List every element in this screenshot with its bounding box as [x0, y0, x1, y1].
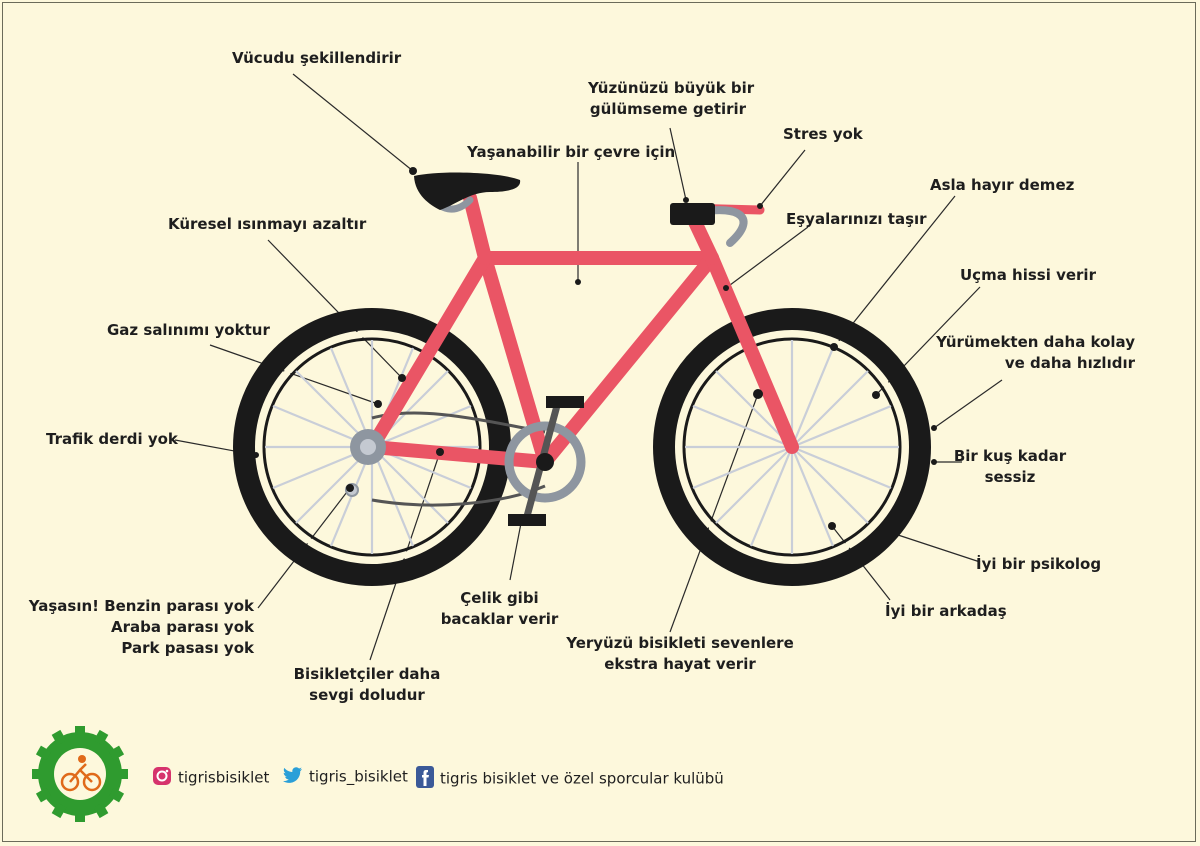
label-steel-legs: Çelik gibi bacaklar verir [432, 588, 567, 630]
label-livable-environment: Yaşanabilir bir çevre için [467, 143, 676, 161]
label-extra-life-line2: ekstra hayat verir [604, 655, 756, 673]
label-quiet-line2: sessiz [984, 468, 1036, 486]
saddle [414, 172, 521, 213]
label-no-fuel-money: Yaşasın! Benzin parası yok Araba parası … [28, 596, 254, 659]
label-steel-line1: Çelik gibi [460, 589, 539, 607]
instagram-icon [152, 766, 172, 790]
label-easier-line1: Yürümekten daha kolay [936, 333, 1135, 351]
label-cyclists-line2: sevgi doludur [309, 686, 425, 704]
label-no-fuel-line2: Araba parası yok [111, 618, 254, 636]
label-easier-than-walking: Yürümekten daha kolay ve daha hızlıdır [930, 332, 1135, 374]
label-smile: Yüzünüzü büyük bir gülümseme getirir [588, 78, 755, 120]
label-cyclists-line1: Bisikletçiler daha [293, 665, 441, 683]
instagram-link[interactable]: tigrisbisiklet [152, 766, 269, 790]
bike-frame [365, 191, 799, 469]
label-carries-stuff: Eşyalarınızı taşır [786, 210, 927, 228]
label-good-psychologist: İyi bir psikolog [976, 555, 1102, 573]
club-logo [32, 726, 128, 822]
chainring [504, 396, 586, 526]
label-no-stress: Stres yok [783, 125, 863, 143]
twitter-link[interactable]: tigris_bisiklet [283, 766, 408, 788]
label-steel-line2: bacaklar verir [440, 610, 559, 628]
label-extra-life: Yeryüzü bisikleti sevenlere ekstra hayat… [560, 633, 800, 675]
label-extra-life-line1: Yeryüzü bisikleti sevenlere [566, 634, 794, 652]
facebook-icon [416, 766, 434, 792]
label-smile-line2: gülümseme getirir [589, 100, 747, 118]
pointer-dots [253, 167, 937, 537]
instagram-handle: tigrisbisiklet [178, 768, 270, 787]
label-good-friend: İyi bir arkadaş [885, 602, 1007, 620]
label-no-fuel-line3: Park pasası yok [121, 639, 254, 657]
label-quiet-as-bird: Bir kuş kadar sessiz [950, 446, 1070, 488]
label-no-fuel-line1: Yaşasın! Benzin parası yok [28, 597, 254, 615]
label-cyclists-loving: Bisikletçiler daha sevgi doludur [287, 664, 447, 706]
label-quiet-line1: Bir kuş kadar [953, 447, 1067, 465]
label-shapes-body: Vücudu şekillendirir [232, 49, 402, 67]
label-easier-line2: ve daha hızlıdır [1004, 354, 1135, 372]
twitter-icon [283, 766, 303, 788]
facebook-link[interactable]: tigris bisiklet ve özel sporcular kulübü [416, 766, 724, 792]
label-no-traffic: Trafik derdi yok [46, 430, 178, 448]
label-global-warming: Küresel ısınmayı azaltır [168, 215, 367, 233]
label-flying-feeling: Uçma hissi verir [960, 266, 1096, 284]
label-smile-line1: Yüzünüzü büyük bir [588, 79, 755, 97]
label-no-emissions: Gaz salınımı yoktur [107, 321, 270, 339]
facebook-name: tigris bisiklet ve özel sporcular kulübü [440, 769, 724, 788]
label-never-says-no: Asla hayır demez [930, 176, 1075, 194]
twitter-handle: tigris_bisiklet [309, 767, 408, 786]
handlebar [670, 203, 765, 247]
